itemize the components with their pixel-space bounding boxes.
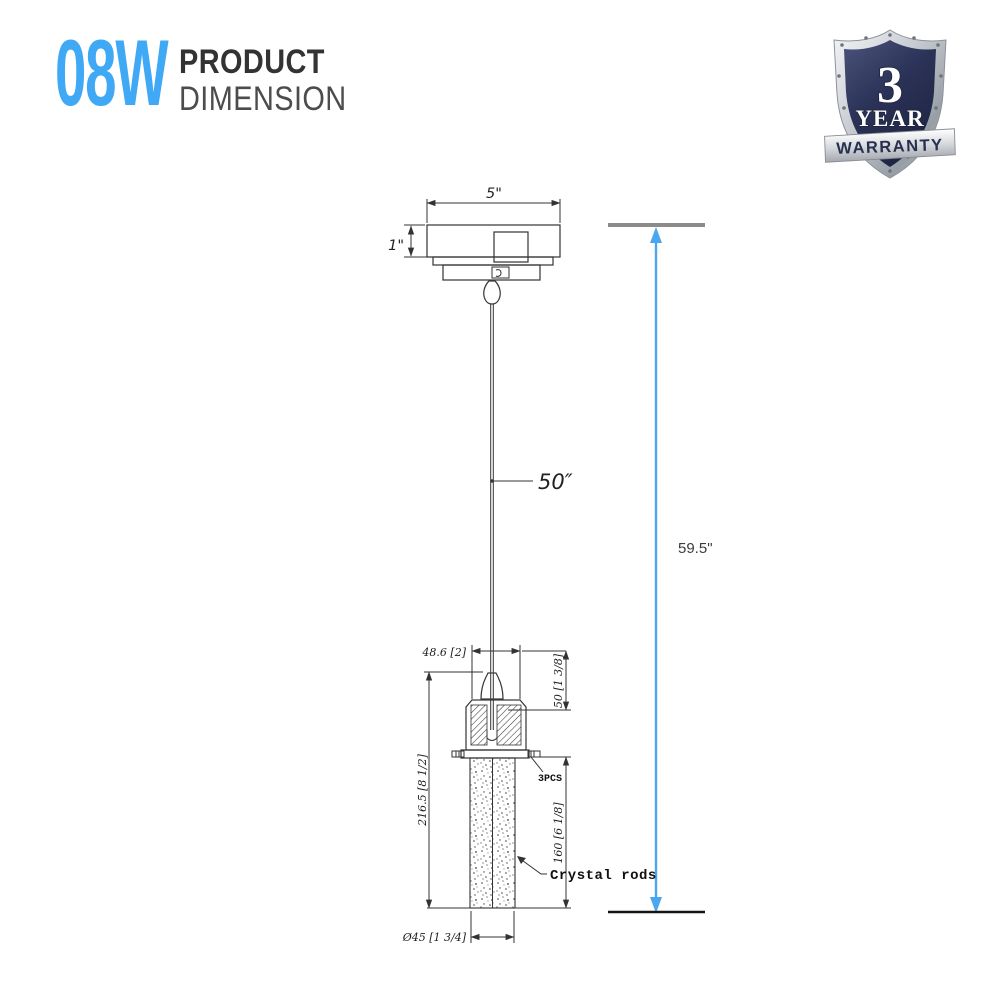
callouts: 3PCS Crystal rods <box>517 756 657 884</box>
cord-length-callout: 50″ <box>490 470 573 494</box>
suspension-cord <box>490 304 494 730</box>
rod-diameter-dim: Ø45 [1 3/4] <box>402 931 467 944</box>
canopy-step-1 <box>432 256 554 266</box>
canopy-height-dim: 1" <box>388 238 404 254</box>
wattage-label: 08W <box>55 20 169 125</box>
cord-grip-detail <box>495 269 502 277</box>
total-height-dim: 59.5" <box>678 540 713 557</box>
canopy-width-dim: 5" <box>486 186 502 202</box>
cord-grip <box>491 266 510 279</box>
rod-length-dim: 160 [6 1/8] <box>552 802 565 864</box>
pcs-callout: 3PCS <box>538 774 562 785</box>
warranty-badge: 3 YEAR WARRANTY <box>824 29 956 179</box>
page-title: PRODUCT DIMENSION <box>179 36 376 116</box>
title-product: PRODUCT <box>179 43 325 81</box>
holder-height-dim: 50 [1 3/8] <box>552 653 565 708</box>
clamp-screw-left <box>451 750 465 758</box>
housing-hatch-left <box>470 704 488 746</box>
canopy-dimensions: 5" 1" <box>388 186 561 258</box>
holder-dimensions: 48.6 [2] 50 [1 3/8] 216.5 [8 1/2] 160 [6… <box>402 645 571 944</box>
socket-cup <box>486 730 498 741</box>
cord-length-dim: 50″ <box>538 470 573 494</box>
canopy-drawing <box>426 224 561 305</box>
header: 08W PRODUCT DIMENSION <box>55 20 376 125</box>
wattage-box: 08W <box>55 20 179 125</box>
fixture-height-dim: 216.5 [8 1/2] <box>416 753 429 826</box>
warranty-ribbon: WARRANTY <box>824 128 956 163</box>
total-height-dimension: 59.5" <box>608 223 713 914</box>
canopy-step-2 <box>442 264 541 281</box>
badge-years: 3 <box>877 57 903 114</box>
holder-width-dim: 48.6 [2] <box>421 646 466 659</box>
arrow-up-icon <box>650 227 662 243</box>
holder-cone <box>480 672 504 700</box>
crystal-rods-callout: Crystal rods <box>550 868 657 884</box>
lamp-holder-drawing <box>427 672 571 909</box>
canopy-junction-box <box>493 231 529 263</box>
housing-hatch-right <box>496 704 522 746</box>
badge-year-label: YEAR <box>855 106 924 131</box>
strain-relief <box>483 280 501 305</box>
arrow-down-icon <box>650 897 662 913</box>
title-dimension: DIMENSION <box>179 80 347 118</box>
clamp-plate <box>460 749 530 759</box>
badge-warranty-label: WARRANTY <box>836 136 944 158</box>
